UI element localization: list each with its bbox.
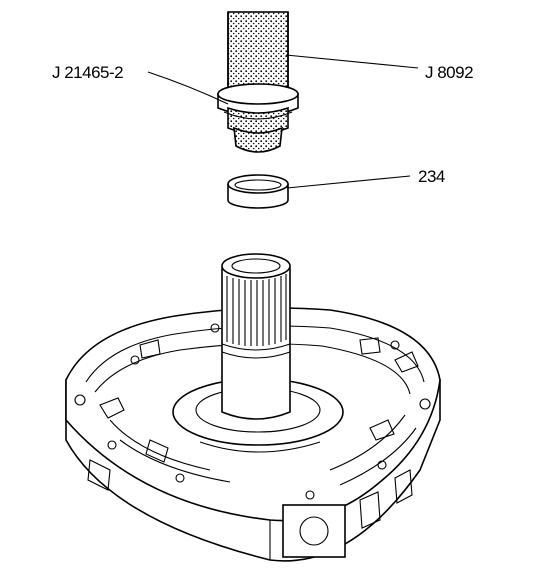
label-bushing: 234 xyxy=(418,167,445,186)
spline-teeth xyxy=(226,274,287,346)
bushing xyxy=(227,174,289,209)
stator-shaft xyxy=(221,253,291,420)
label-installer-tool: J 21465-2 xyxy=(52,63,123,82)
leader-lines xyxy=(147,54,419,189)
installer-tool xyxy=(217,83,299,153)
label-tool-handle: J 8092 xyxy=(425,63,473,82)
